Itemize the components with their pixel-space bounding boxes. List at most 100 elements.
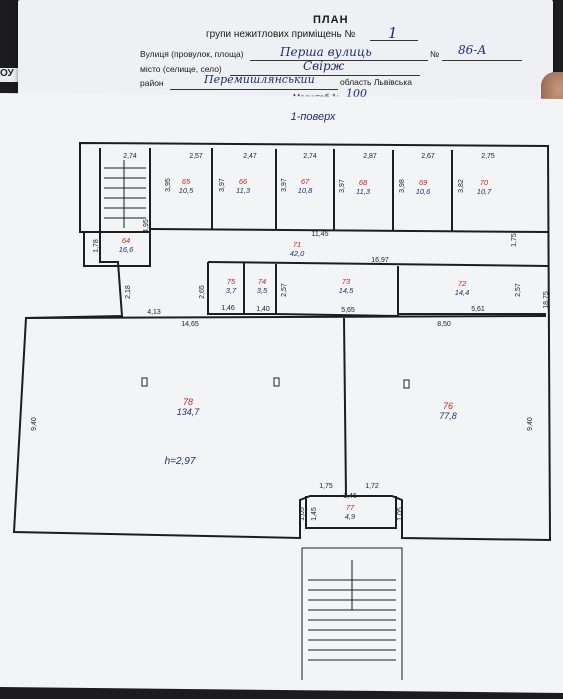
dim-vest-w1: 1,75 bbox=[319, 483, 333, 490]
room-72-box bbox=[397, 266, 546, 315]
room-number-69: 69 bbox=[419, 178, 428, 187]
room-number-66: 66 bbox=[239, 177, 248, 186]
room-73-box bbox=[275, 264, 399, 318]
dim-stair-side-a: 1,78 bbox=[93, 239, 100, 253]
room-number-68: 68 bbox=[359, 178, 368, 187]
street-value: Перша вулиць bbox=[280, 45, 372, 59]
vestibule bbox=[305, 496, 397, 529]
house-number-value: 86-А bbox=[458, 43, 487, 57]
room-number-65: 65 bbox=[182, 177, 191, 186]
city-label: місто (селище, село) bbox=[140, 64, 222, 74]
dim-outer-right: 18,75 bbox=[543, 291, 550, 309]
room-number-76: 76 bbox=[443, 401, 453, 411]
dim-vest-h3: 1,05 bbox=[397, 507, 404, 521]
room-area-68: 11,3 bbox=[356, 187, 371, 196]
room-area-76: 77,8 bbox=[439, 411, 457, 421]
lower-stair-lines bbox=[301, 547, 403, 680]
column-right bbox=[403, 379, 410, 389]
ceiling-height: h=2,97 bbox=[165, 456, 196, 467]
dim-r67-h: 3,97 bbox=[281, 178, 288, 192]
room-number-74: 74 bbox=[258, 277, 266, 286]
dim-r70-h: 3,82 bbox=[458, 179, 465, 193]
dim-w-218: 2,18 bbox=[125, 285, 132, 299]
room-area-67: 10,8 bbox=[298, 186, 313, 195]
dim-vest-h1: 1,05 bbox=[299, 507, 306, 521]
room-number-75: 75 bbox=[227, 277, 236, 286]
room-area-70: 10,7 bbox=[477, 187, 492, 196]
city-value: Свірж bbox=[303, 59, 345, 73]
plan-subtitle: групи нежитлових приміщень № bbox=[206, 29, 356, 40]
plan-number-line bbox=[370, 40, 418, 41]
dim-hall-right-h: 9,40 bbox=[527, 417, 534, 431]
dim-r70-w: 2,75 bbox=[481, 153, 495, 160]
dim-r73-w: 5,65 bbox=[341, 307, 355, 314]
dim-corr-upper: 11,45 bbox=[312, 231, 329, 238]
district-line bbox=[170, 89, 338, 90]
dim-w-413: 4,13 bbox=[147, 309, 161, 316]
dim-r69-h: 3,98 bbox=[399, 179, 406, 193]
room-area-71: 42,0 bbox=[290, 249, 305, 258]
room-number-64: 64 bbox=[122, 236, 130, 245]
dim-r66-w: 2,47 bbox=[243, 153, 257, 160]
dim-r69-w: 2,67 bbox=[421, 153, 435, 160]
hall-divider bbox=[343, 317, 347, 497]
dim-r66-h: 3,97 bbox=[219, 178, 226, 192]
room-area-69: 10,6 bbox=[416, 187, 431, 196]
room-area-66: 11,3 bbox=[236, 186, 251, 195]
street-label: Вулиця (провулок, площа) bbox=[140, 49, 244, 59]
room-area-73: 14,5 bbox=[339, 286, 354, 295]
street-line bbox=[250, 60, 428, 61]
dim-stair-side-b: 4,95 bbox=[143, 219, 150, 233]
dim-hall-left-h: 9,40 bbox=[31, 417, 38, 431]
dim-w-257a: 2,57 bbox=[281, 283, 288, 297]
room-area-78: 134,7 bbox=[177, 407, 201, 417]
city-line bbox=[230, 75, 420, 76]
lower-room-row-top bbox=[207, 261, 549, 267]
dim-r72-w: 5,61 bbox=[471, 306, 485, 313]
dim-r65-h: 3,95 bbox=[165, 178, 172, 192]
side-paper-text: ОУ bbox=[0, 68, 14, 79]
dim-corr-right: 1,75 bbox=[511, 233, 518, 247]
dim-r75-w: 1,46 bbox=[221, 305, 235, 312]
dim-r68-w: 2,87 bbox=[363, 153, 377, 160]
side-paper-fragment bbox=[0, 68, 18, 82]
room-area-65: 10,5 bbox=[179, 186, 194, 195]
room-area-74: 3,5 bbox=[257, 286, 268, 295]
region-label: область Львівська bbox=[340, 77, 412, 87]
dim-corr-mid: 16,97 bbox=[371, 257, 389, 264]
stair-64-box bbox=[83, 231, 151, 267]
dim-w-265: 2,65 bbox=[199, 285, 206, 299]
house-number-line bbox=[442, 60, 522, 61]
dim-stair-top: 2,74 bbox=[123, 153, 137, 160]
district-value: Перемишлянський bbox=[204, 73, 315, 86]
top-room-row-divider bbox=[149, 228, 549, 233]
district-label: район bbox=[140, 78, 164, 88]
room-area-72: 14,4 bbox=[455, 288, 470, 297]
hall-top-wall bbox=[25, 315, 547, 319]
outer-wall bbox=[12, 141, 552, 542]
dim-r68-h: 3,97 bbox=[339, 179, 346, 193]
room-number-70: 70 bbox=[480, 178, 489, 187]
room-number-72: 72 bbox=[458, 279, 467, 288]
dim-r65-w: 2,57 bbox=[189, 153, 203, 160]
room-number-67: 67 bbox=[301, 177, 310, 186]
room-number-77: 77 bbox=[346, 503, 355, 512]
dim-r74-w: 1,40 bbox=[256, 306, 270, 313]
column-left-b bbox=[273, 377, 280, 387]
dim-vest-h2: 1,45 bbox=[311, 507, 318, 521]
house-number-label: № bbox=[430, 49, 440, 59]
dim-r67-w: 2,74 bbox=[303, 153, 317, 160]
room-number-71: 71 bbox=[293, 240, 301, 249]
dim-vest-w2: 1,72 bbox=[365, 483, 379, 490]
plan-title: ПЛАН bbox=[313, 14, 349, 26]
room-area-64: 16,6 bbox=[119, 245, 134, 254]
column-left-a bbox=[141, 377, 148, 387]
room-number-73: 73 bbox=[342, 277, 351, 286]
upper-stair-lines bbox=[104, 160, 146, 228]
dim-hall-left-w: 14,65 bbox=[181, 321, 199, 328]
plan-number: 1 bbox=[388, 24, 398, 42]
dim-vest-w3: 3,46 bbox=[343, 493, 357, 500]
floor-label: 1-поверх bbox=[291, 111, 336, 123]
room-number-78: 78 bbox=[183, 397, 193, 407]
